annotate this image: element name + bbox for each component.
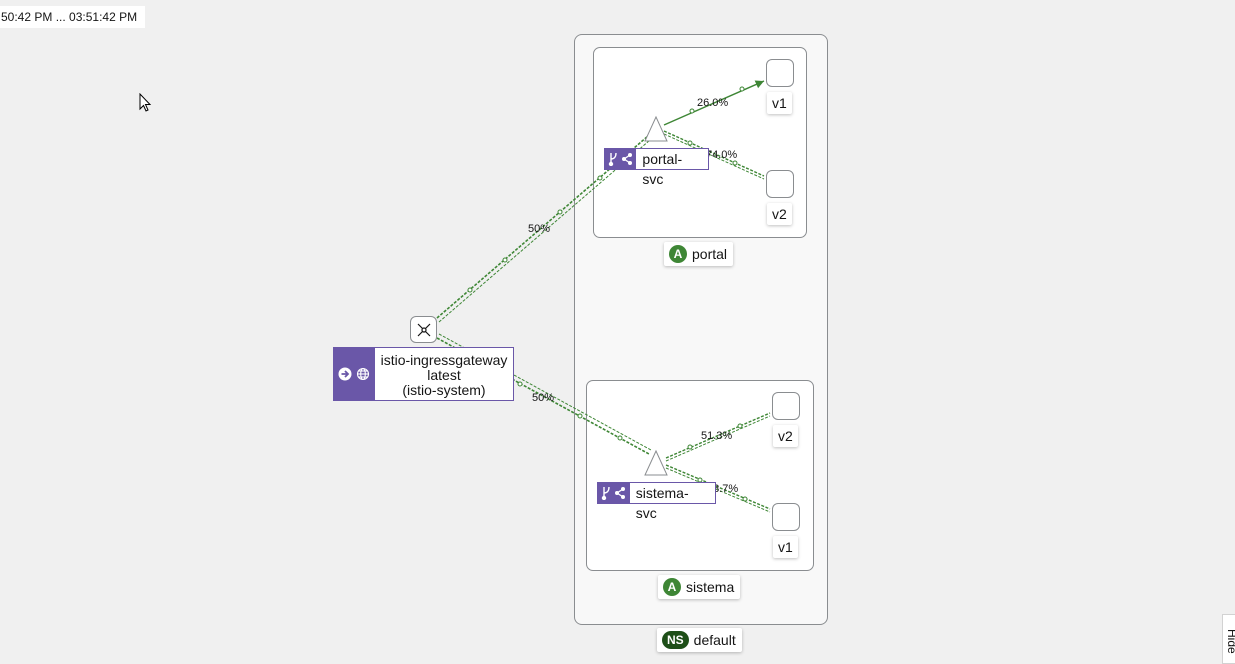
service-node-portal-svc[interactable]: [644, 115, 668, 142]
edge-label-gw-portal: 50%: [528, 223, 550, 235]
ingress-arrow-icon: [338, 367, 352, 381]
gateway-label[interactable]: istio-ingressgateway latest (istio-syste…: [333, 347, 514, 401]
workload-node-sistema-v2[interactable]: [772, 392, 800, 420]
mouse-cursor-icon: [139, 93, 152, 112]
workload-label-portal-v1: v1: [767, 92, 792, 114]
namespace-badge: NS: [662, 631, 689, 649]
namespace-name: default: [693, 632, 736, 648]
edge-sistema-v1[interactable]: [665, 464, 771, 510]
app-badge: A: [663, 578, 681, 596]
edge-sistema-v2[interactable]: [665, 412, 771, 459]
workload-label-sistema-v2: v2: [773, 425, 798, 447]
app-badge: A: [669, 245, 687, 263]
edge-label-portal-v1: 26.0%: [697, 97, 728, 109]
edge-portal-v2[interactable]: [663, 130, 765, 177]
service-label-sistema-svc[interactable]: sistema-svc: [597, 482, 716, 521]
service-name-label: portal-svc: [642, 151, 683, 187]
workload-node-portal-v2[interactable]: [766, 170, 794, 198]
edge-label-sistema-v2: 51.3%: [701, 430, 732, 442]
edge-label-portal-v2: 74.0%: [706, 149, 737, 161]
app-label-portal[interactable]: A portal: [664, 242, 734, 266]
workload-label-portal-v2: v2: [767, 203, 792, 225]
globe-icon: [356, 367, 370, 381]
app-name: sistema: [686, 579, 735, 595]
service-label-portal-svc[interactable]: portal-svc: [604, 148, 709, 187]
gateway-namespace: (istio-system): [402, 382, 486, 398]
workload-label-sistema-v1: v1: [773, 536, 798, 558]
app-name: portal: [692, 246, 728, 262]
app-label-sistema[interactable]: A sistema: [658, 575, 741, 599]
edge-portal-v1[interactable]: [663, 80, 765, 126]
time-range-label: 50:42 PM ... 03:51:42 PM: [0, 6, 146, 28]
edge-label-gw-sistema: 50%: [532, 392, 554, 404]
hide-label: Hide: [1225, 629, 1235, 654]
service-name-label: sistema-svc: [635, 485, 689, 521]
virtual-service-icon: [598, 483, 630, 503]
virtual-service-icon: [605, 149, 637, 169]
workload-node-sistema-v1[interactable]: [772, 503, 800, 531]
namespace-label-default[interactable]: NS default: [657, 628, 742, 652]
gateway-network-icon: [417, 323, 430, 336]
gateway-version: latest: [427, 367, 461, 383]
workload-node-portal-v1[interactable]: [766, 59, 794, 87]
gateway-name: istio-ingressgateway: [380, 352, 508, 368]
gateway-node[interactable]: [410, 316, 437, 343]
service-node-sistema-svc[interactable]: [644, 449, 668, 476]
